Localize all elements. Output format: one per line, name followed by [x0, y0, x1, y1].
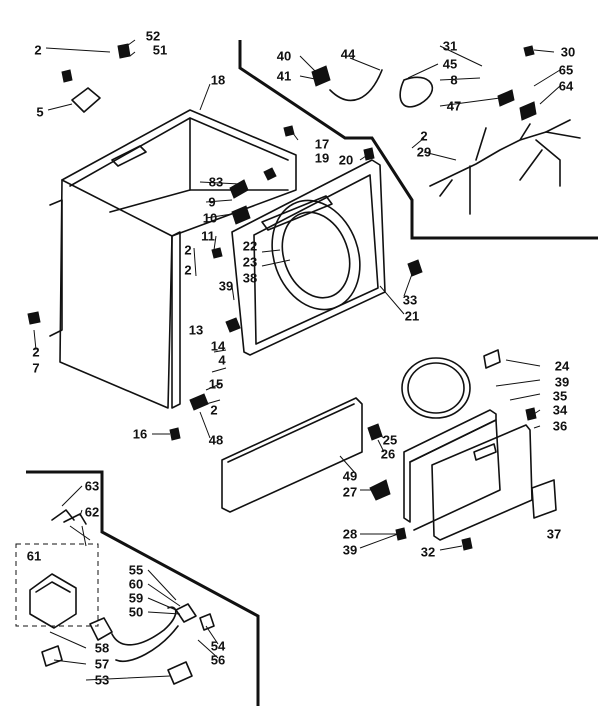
callout-label: 2 [210, 402, 218, 418]
callout-label: 38 [242, 270, 258, 286]
callout-label: 2 [184, 242, 192, 258]
callout-label: 39 [218, 278, 234, 294]
callout-label: 62 [84, 504, 100, 520]
callout-label: 7 [32, 360, 40, 376]
callout-label: 60 [128, 576, 144, 592]
callout-label: 57 [94, 656, 110, 672]
callout-label: 4 [218, 352, 226, 368]
callout-label: 50 [128, 604, 144, 620]
callout-label: 23 [242, 254, 258, 270]
callout-label: 27 [342, 484, 358, 500]
callout-label: 24 [554, 358, 570, 374]
callout-label: 11 [201, 228, 215, 244]
callout-label: 2 [184, 262, 192, 278]
callout-label: 56 [210, 652, 226, 668]
callout-label: 19 [314, 150, 330, 166]
callout-label: 21 [404, 308, 420, 324]
section-border-bottom-left [26, 470, 260, 706]
callout-label: 26 [380, 446, 396, 462]
callout-label: 45 [442, 56, 458, 72]
callout-label: 41 [276, 68, 292, 84]
callout-label: 2 [420, 128, 428, 144]
callout-label: 36 [552, 418, 568, 434]
callout-label: 18 [210, 72, 226, 88]
wiring-harness [399, 76, 581, 215]
callout-label: 17 [314, 136, 330, 152]
callout-label: 64 [558, 78, 574, 94]
callout-label: 39 [554, 374, 570, 390]
callout-label: 52 [145, 28, 161, 44]
toe-panel [221, 397, 363, 513]
callout-label: 5 [36, 104, 44, 120]
callout-label: 39 [342, 542, 358, 558]
callout-label: 34 [552, 402, 568, 418]
callout-label: 47 [446, 98, 462, 114]
callout-label: 29 [416, 144, 432, 160]
callout-label: 13 [188, 322, 204, 338]
front-panel [231, 159, 386, 356]
callout-label: 63 [84, 478, 100, 494]
callout-label: 22 [242, 238, 258, 254]
callout-label: 8 [450, 72, 458, 88]
callout-label: 58 [94, 640, 110, 656]
callout-label: 61 [26, 548, 42, 564]
cabinet-housing [49, 109, 297, 409]
callout-label: 28 [342, 526, 358, 542]
callout-label: 83 [208, 174, 224, 190]
callout-label: 16 [132, 426, 148, 442]
callout-label: 44 [340, 46, 356, 62]
callout-label: 14 [210, 338, 226, 354]
callout-label: 32 [420, 544, 436, 560]
callout-label: 40 [276, 48, 292, 64]
callout-label: 30 [560, 44, 576, 60]
callout-label: 53 [94, 672, 110, 688]
section-border-top-right [238, 40, 598, 240]
callout-label: 37 [546, 526, 562, 542]
callout-label: 2 [32, 344, 40, 360]
hardware-parts [27, 43, 537, 551]
callout-label: 51 [152, 42, 168, 58]
leader-lines [33, 39, 561, 681]
callout-label: 31 [442, 38, 458, 54]
drive-motor-assembly [29, 509, 215, 685]
callout-label: 20 [338, 152, 354, 168]
callout-label: 10 [202, 210, 218, 226]
motor-group-box [15, 543, 99, 627]
callout-label: 59 [128, 590, 144, 606]
door-assembly [401, 349, 557, 541]
callout-label: 48 [208, 432, 224, 448]
callout-label: 25 [382, 432, 398, 448]
callout-label: 9 [208, 194, 216, 210]
callout-label: 49 [342, 468, 358, 484]
callout-label: 55 [128, 562, 144, 578]
callout-label: 54 [210, 638, 226, 654]
callout-label: 33 [402, 292, 418, 308]
callout-label: 65 [558, 62, 574, 78]
callout-label: 15 [208, 376, 224, 392]
callout-label: 35 [552, 388, 568, 404]
callout-label: 2 [34, 42, 42, 58]
